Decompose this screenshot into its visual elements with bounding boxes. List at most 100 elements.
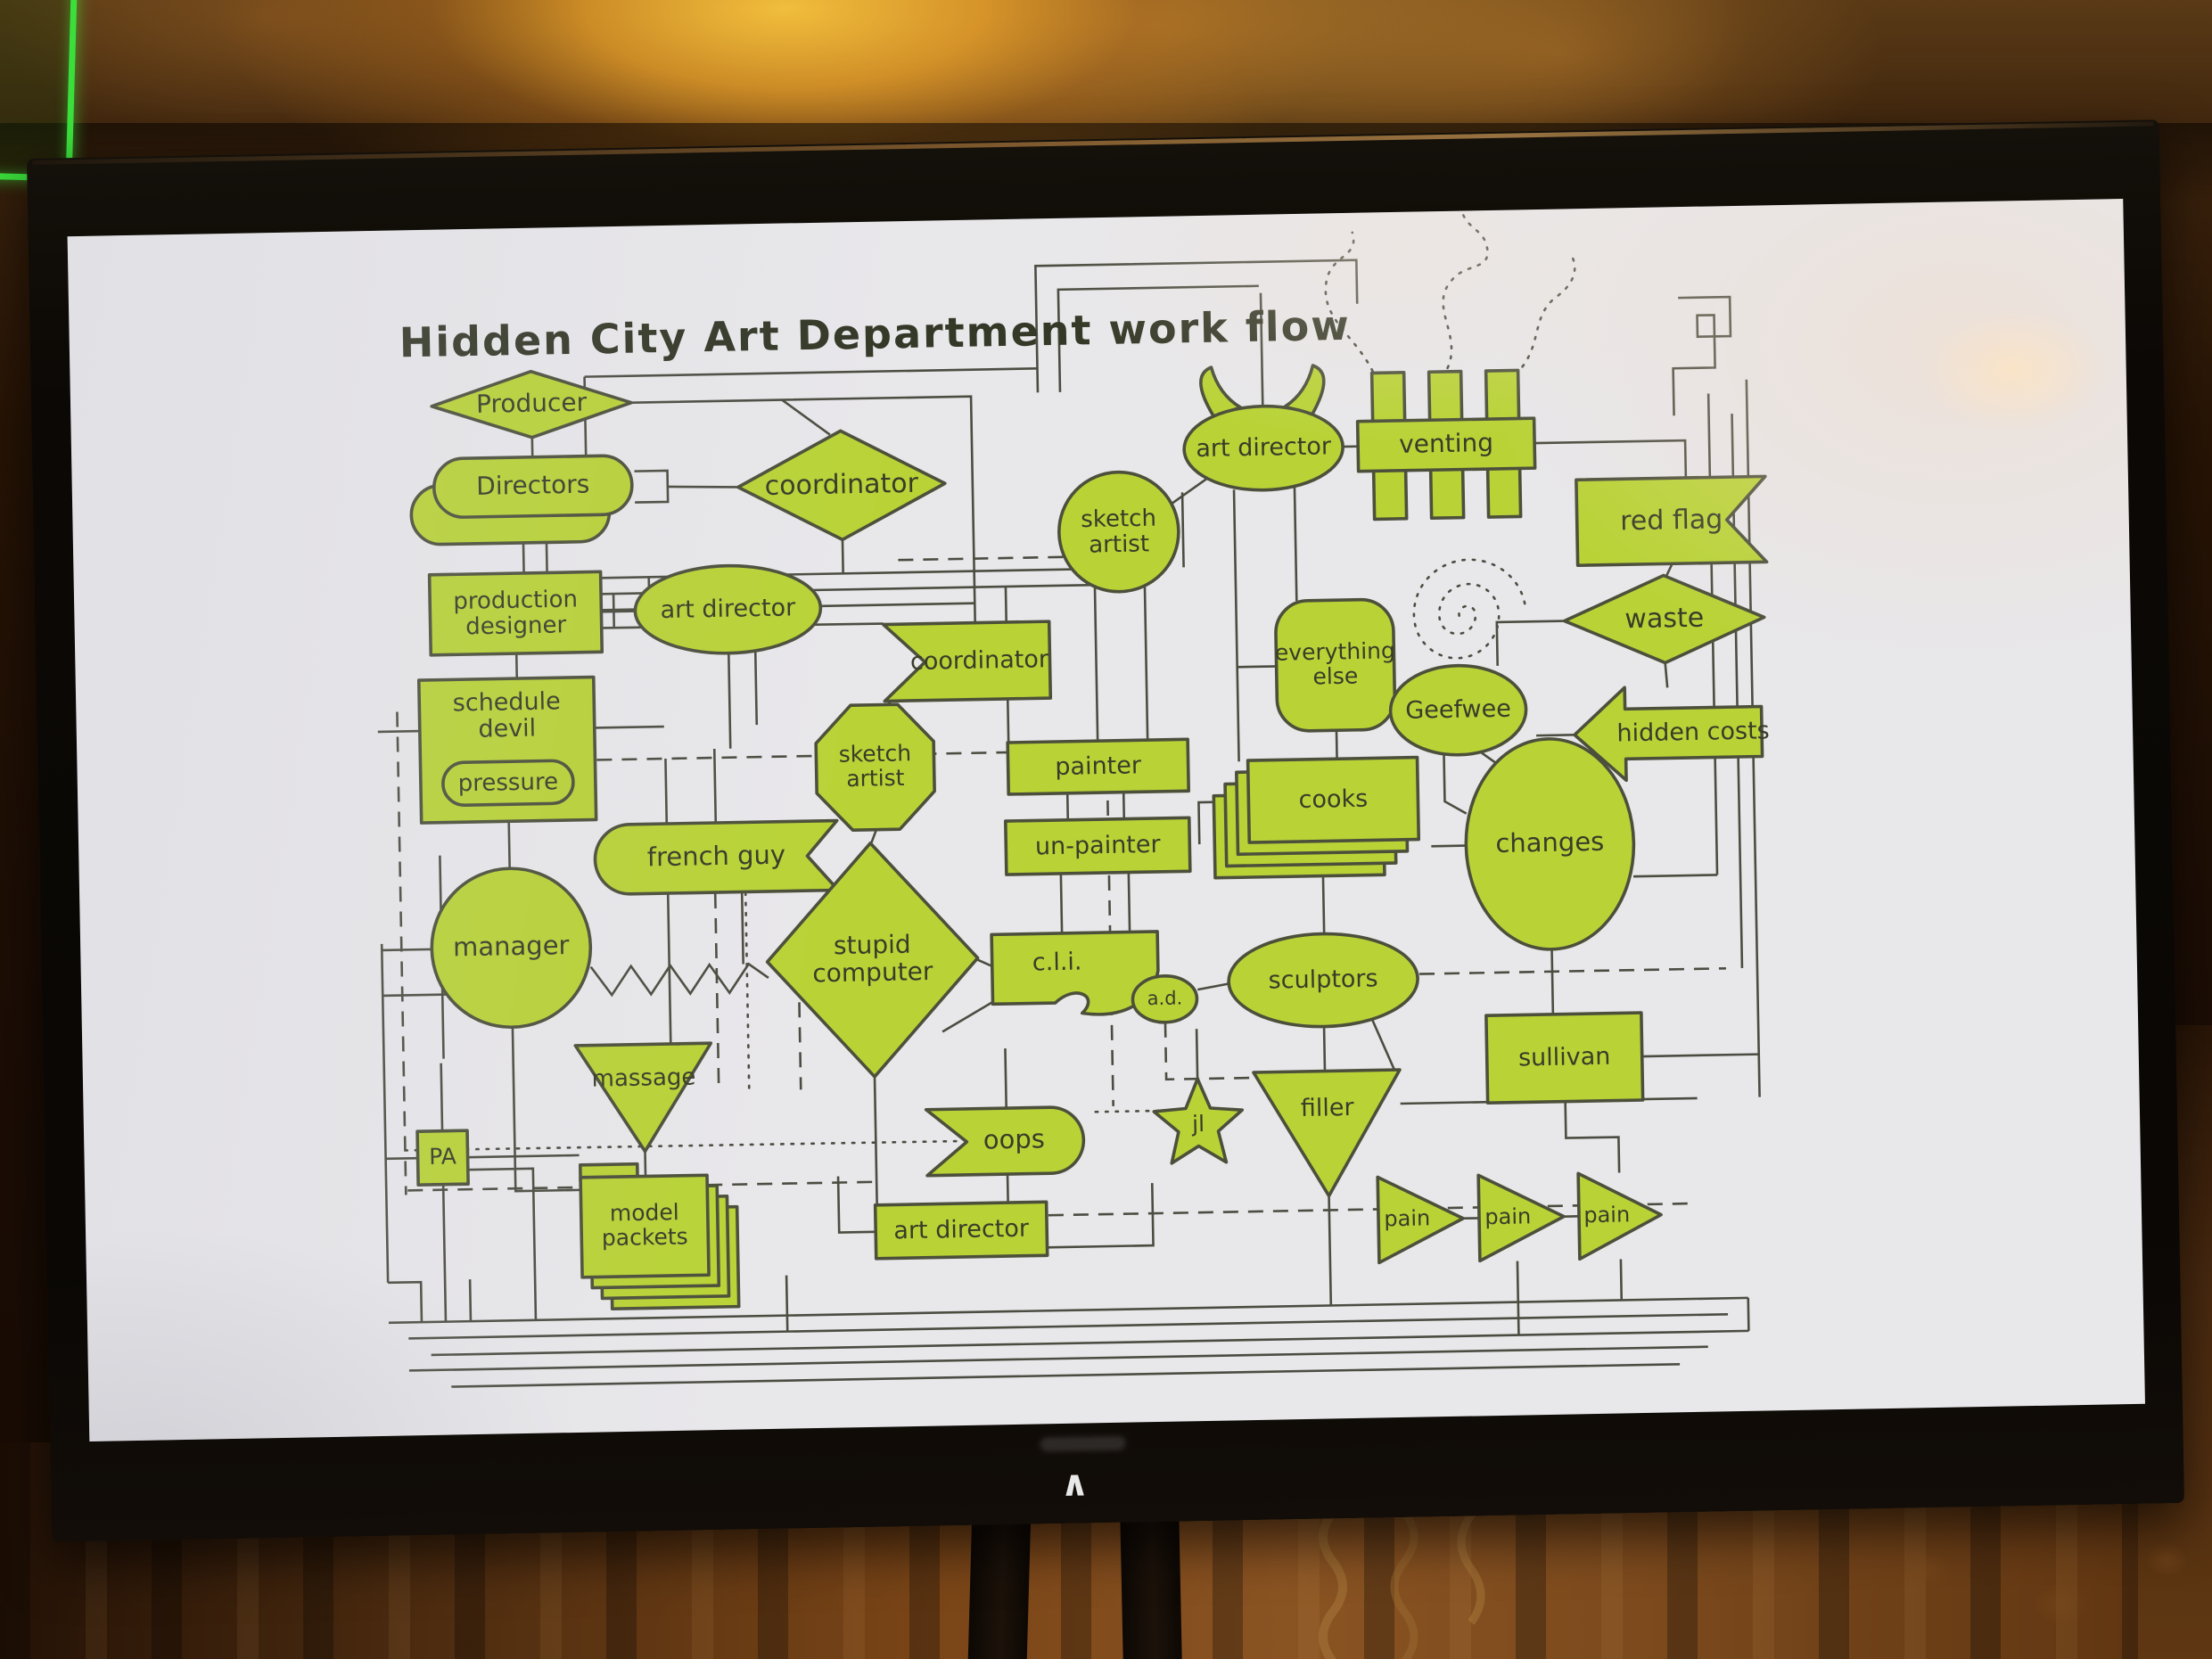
edge-ln-4 bbox=[667, 485, 739, 489]
edge-ln-48 bbox=[873, 1076, 878, 1204]
everything-else-label: everythingelse bbox=[1275, 637, 1396, 690]
venting-node: venting bbox=[1355, 368, 1537, 522]
edge-ln-34 bbox=[1665, 563, 1673, 577]
filler-node: filler bbox=[1252, 1068, 1402, 1198]
directors-label: Directors bbox=[476, 470, 590, 501]
edge-ln-46 bbox=[1197, 982, 1229, 991]
geefwee-node: Geefwee bbox=[1388, 663, 1528, 757]
pain-2-node: pain bbox=[1476, 1173, 1566, 1263]
jl-node: jl bbox=[1152, 1077, 1245, 1165]
un-painter-node: un-painter bbox=[1003, 816, 1192, 876]
producer-label: Producer bbox=[476, 388, 588, 419]
green-sign bbox=[0, 0, 78, 182]
edge-ln-dot-2 bbox=[744, 891, 751, 1092]
sullivan-label: sullivan bbox=[1518, 1042, 1611, 1072]
edge-ln-24 bbox=[1122, 792, 1126, 820]
edge-ln-25 bbox=[1059, 873, 1064, 934]
edge-ln-10 bbox=[753, 648, 759, 726]
pain-3-label: pain bbox=[1583, 1202, 1630, 1228]
production-designer-node: productiondesigner bbox=[427, 570, 604, 657]
edge-ln-67 bbox=[1564, 1102, 1621, 1173]
edge-ln-dash-2 bbox=[396, 711, 407, 1195]
edge-ln-95 bbox=[1431, 844, 1467, 848]
manager-node: manager bbox=[430, 866, 593, 1030]
edge-ln-56 bbox=[467, 1154, 580, 1159]
french-guy-label: french guy bbox=[647, 840, 786, 873]
edge-ln-20 bbox=[1093, 585, 1099, 743]
workflow-diagram: Hidden City Art Department work flowProd… bbox=[377, 211, 1770, 1388]
stupid-computer-label: stupidcomputer bbox=[811, 929, 933, 988]
red-flag-node: red flag bbox=[1575, 474, 1769, 568]
decor-dotted-2 bbox=[1521, 252, 1576, 368]
edge-ln-49 bbox=[589, 962, 769, 998]
sketch-artist-2-node: sketchartist bbox=[814, 702, 936, 832]
edge-ln-78 bbox=[408, 1345, 1708, 1372]
edge-ln-dash-1 bbox=[1106, 750, 1114, 1106]
painter-node: painter bbox=[1006, 737, 1190, 796]
edge-ln-38 bbox=[1443, 752, 1468, 815]
directors-node: Directors bbox=[409, 454, 634, 546]
un-painter-label: un-painter bbox=[1035, 830, 1162, 860]
filler-label: filler bbox=[1301, 1093, 1355, 1121]
art-director-3-node: art director bbox=[873, 1200, 1049, 1261]
pressure-label: pressure bbox=[457, 768, 558, 797]
pain-2-label: pain bbox=[1484, 1203, 1531, 1229]
coordinator-1-label: coordinator bbox=[764, 467, 919, 501]
edge-ln-82 bbox=[1516, 1261, 1520, 1335]
edge-ln-26 bbox=[1127, 872, 1131, 933]
edge-ln-dash-6 bbox=[898, 555, 1064, 562]
edge-ln-103 bbox=[382, 993, 448, 998]
edge-ln-dash-5 bbox=[1418, 966, 1726, 975]
coordinator-2-node: coordinator bbox=[881, 620, 1053, 703]
edge-ln-99 bbox=[1006, 1174, 1009, 1203]
edge-ln-79 bbox=[451, 1362, 1681, 1388]
art-director-2-label: art director bbox=[660, 594, 796, 624]
pressure-node: pressure bbox=[441, 759, 575, 807]
edge-ln-9 bbox=[727, 653, 732, 749]
edge-ln-80 bbox=[468, 1279, 473, 1322]
pa-label: PA bbox=[429, 1143, 456, 1170]
producer-node: Producer bbox=[430, 369, 633, 439]
edge-ln-77 bbox=[431, 1329, 1749, 1357]
edge-ln-73 bbox=[1034, 259, 1359, 393]
edge-ln-97 bbox=[942, 1000, 995, 1033]
sketch-artist-1-label: sketchartist bbox=[1081, 505, 1157, 558]
stupid-computer-node: stupidcomputer bbox=[765, 842, 980, 1079]
tv-chevron-logo: ∧ bbox=[1059, 1463, 1090, 1506]
art-director-2-node: art director bbox=[633, 563, 823, 655]
edge-ln-dot-1 bbox=[404, 1139, 965, 1152]
edge-ln-41 bbox=[1633, 874, 1718, 878]
waste-node: waste bbox=[1562, 573, 1766, 665]
edge-ln-40 bbox=[1550, 949, 1555, 1014]
edge-ln-45 bbox=[1369, 1014, 1396, 1071]
edge-ln-100 bbox=[1195, 1029, 1199, 1082]
edge-ln-90 bbox=[584, 367, 1038, 378]
edge-ln-76 bbox=[408, 1312, 1729, 1340]
edge-ln-dash-4 bbox=[1048, 1202, 1697, 1217]
changes-node: changes bbox=[1464, 737, 1636, 951]
hidden-costs-label: hidden costs bbox=[1616, 717, 1770, 747]
model-packets-node: modelpackets bbox=[578, 1162, 741, 1311]
sculptors-node: sculptors bbox=[1227, 932, 1419, 1029]
edge-ln-17 bbox=[612, 594, 616, 628]
edge-ln-98 bbox=[1004, 1048, 1007, 1109]
edge-ln-27 bbox=[869, 829, 878, 844]
cooks-label: cooks bbox=[1298, 784, 1368, 813]
edge-ln-35 bbox=[1664, 662, 1669, 688]
edge-ln-29 bbox=[1167, 477, 1208, 507]
cli-label: c.l.i. bbox=[1032, 948, 1082, 976]
edge-ln-62 bbox=[382, 948, 432, 952]
edge-ln-92 bbox=[1180, 492, 1185, 568]
edge-ln-2 bbox=[781, 398, 831, 436]
edge-ln-63 bbox=[377, 729, 420, 734]
edge-ln-dash-8 bbox=[713, 893, 720, 1092]
schedule-devil-label: scheduledevil bbox=[452, 687, 561, 743]
pain-1-label: pain bbox=[1384, 1205, 1430, 1231]
hidden-costs-node: hidden costs bbox=[1573, 686, 1770, 783]
pa-node: PA bbox=[415, 1129, 470, 1187]
edge-ln-44 bbox=[1322, 1026, 1327, 1072]
decor-dotted-0 bbox=[1324, 231, 1374, 373]
edge-ln-60 bbox=[441, 1184, 448, 1322]
massage-node: massage bbox=[573, 1041, 713, 1154]
